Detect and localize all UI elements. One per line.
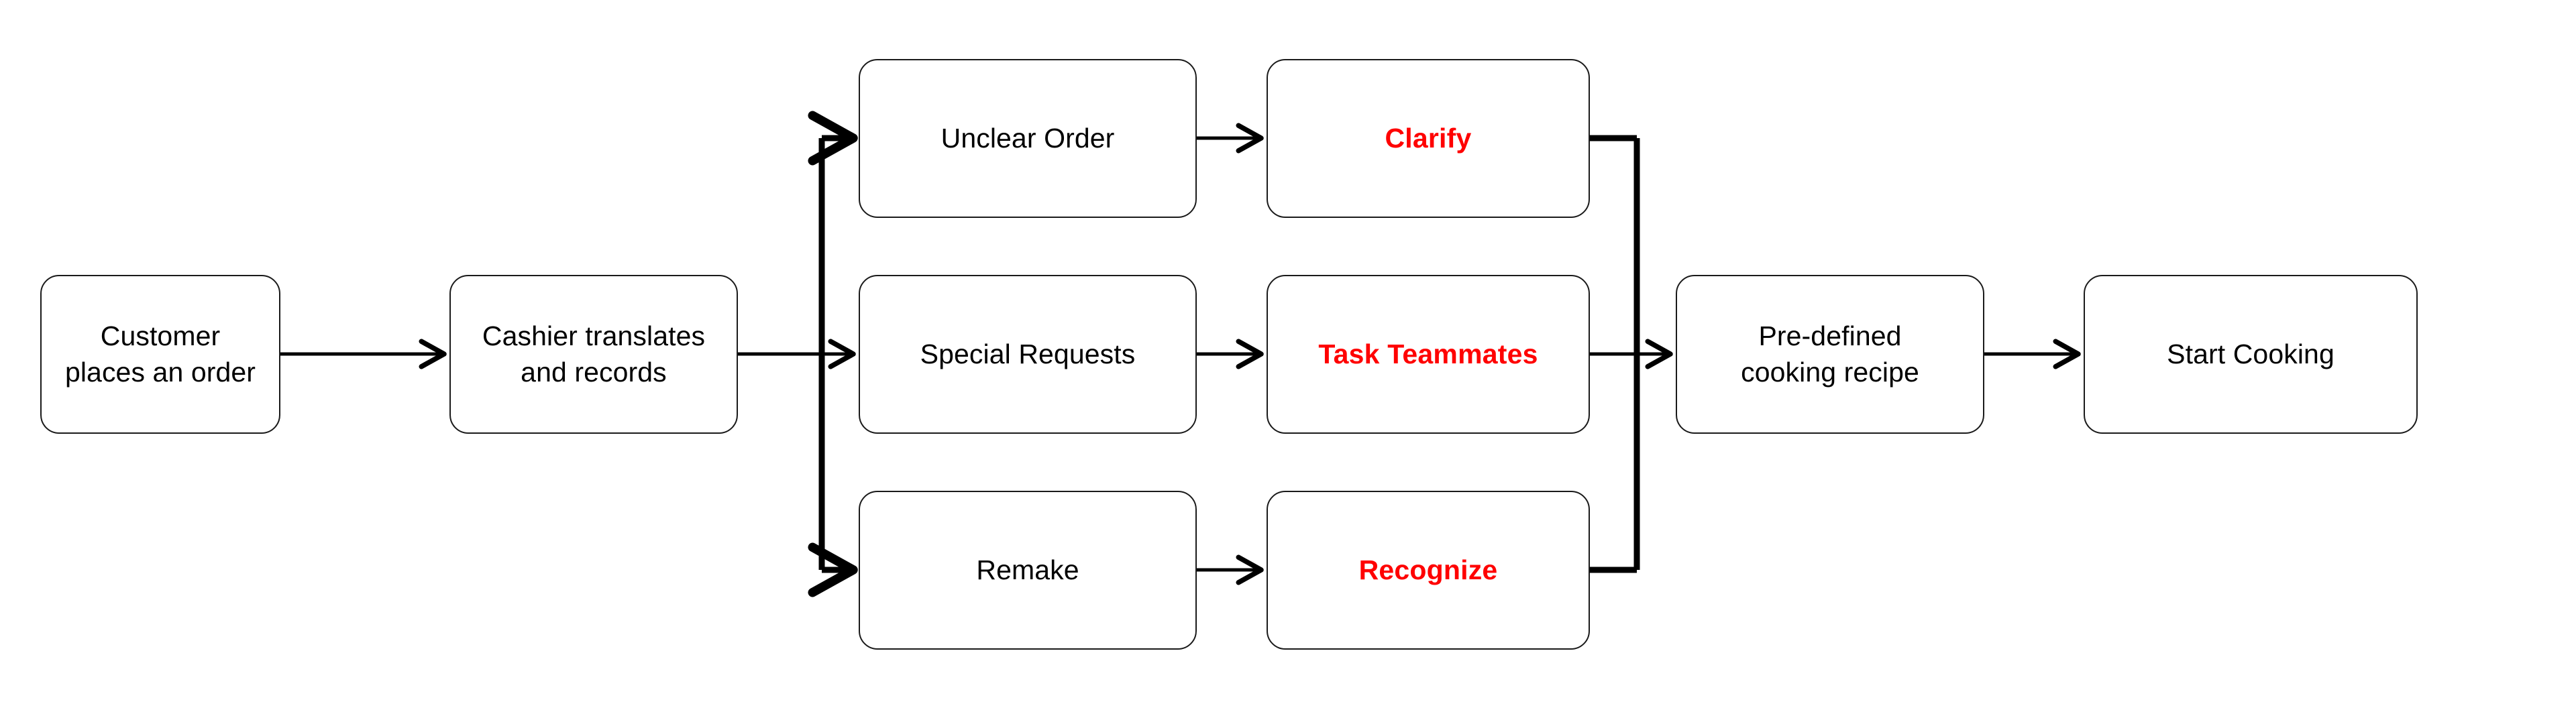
node-customer-order[interactable]: Customer places an order — [40, 275, 280, 434]
node-unclear-order[interactable]: Unclear Order — [859, 59, 1197, 218]
node-customer-order-label: Customer places an order — [64, 320, 256, 388]
node-recognize[interactable]: Recognize — [1267, 491, 1590, 650]
node-start-cooking-label: Start Cooking — [2167, 338, 2334, 369]
node-clarify-label: Clarify — [1385, 122, 1472, 154]
node-start-cooking[interactable]: Start Cooking — [2084, 275, 2418, 434]
node-pre-defined-recipe-label: Pre-defined cooking recipe — [1741, 320, 1919, 388]
node-unclear-order-label: Unclear Order — [941, 122, 1115, 154]
node-remake-label: Remake — [976, 554, 1079, 585]
node-task-teammates-label: Task Teammates — [1318, 338, 1538, 369]
node-remake[interactable]: Remake — [859, 491, 1197, 650]
node-recognize-label: Recognize — [1358, 554, 1498, 585]
node-cashier-translates[interactable]: Cashier translates and records — [449, 275, 738, 434]
node-special-requests-label: Special Requests — [920, 338, 1136, 369]
node-pre-defined-recipe[interactable]: Pre-defined cooking recipe — [1676, 275, 1984, 434]
node-task-teammates[interactable]: Task Teammates — [1267, 275, 1590, 434]
node-special-requests[interactable]: Special Requests — [859, 275, 1197, 434]
node-cashier-translates-label: Cashier translates and records — [482, 320, 706, 388]
node-clarify[interactable]: Clarify — [1267, 59, 1590, 218]
